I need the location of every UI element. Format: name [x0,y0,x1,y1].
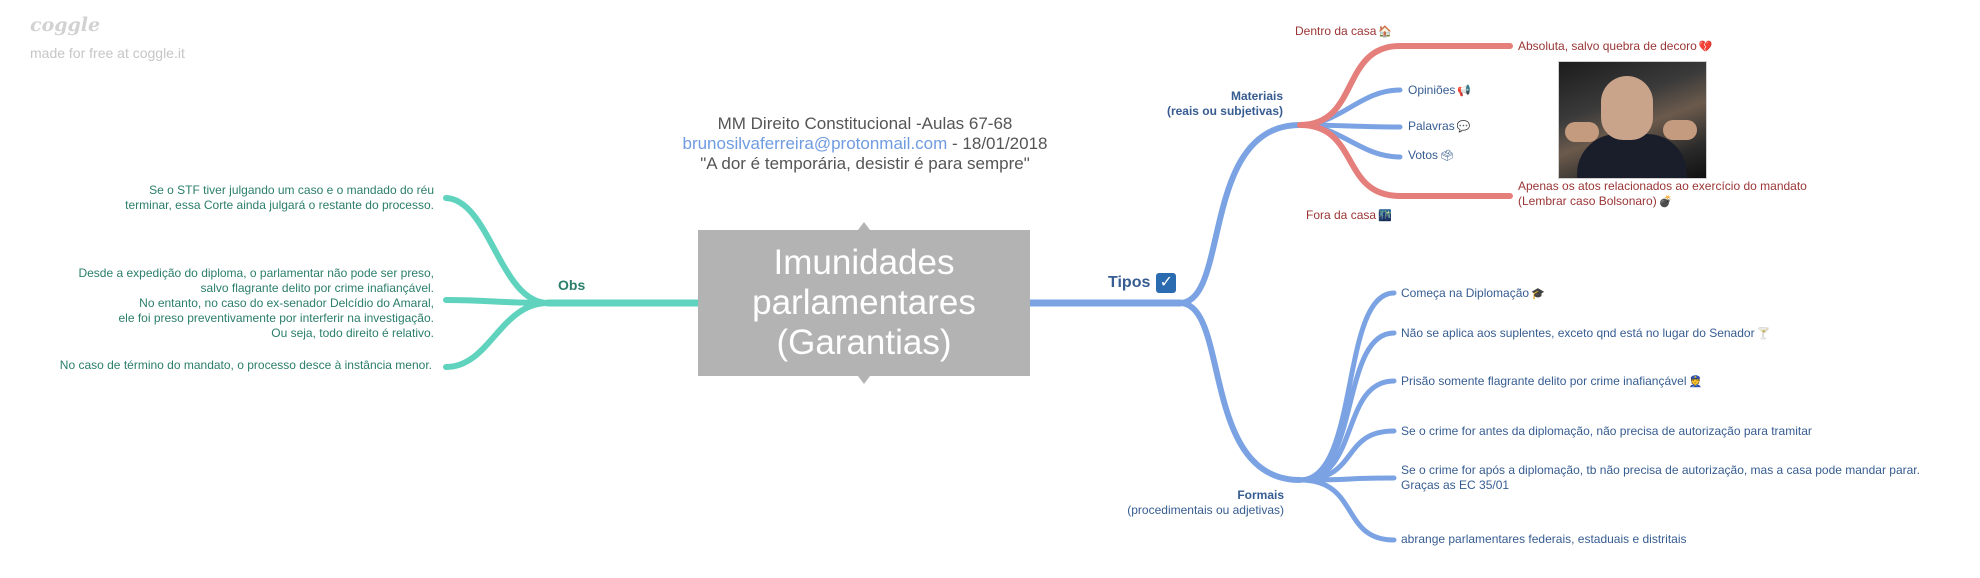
obs-item-stf[interactable]: Se o STF tiver julgando um caso e o mand… [125,183,434,212]
central-node-text: Imunidades parlamentares (Garantias) [752,243,976,362]
graduate-icon: 🎓 [1531,288,1545,300]
tipos-branches [1026,87,1403,543]
map-header: MM Direito Constitucional -Aulas 67-68 b… [680,114,1050,174]
map-date: - 18/01/2018 [947,134,1048,153]
check-box-icon: ✓ [1156,273,1177,293]
central-node-bottom-handle[interactable] [858,376,870,384]
made-for-free-link[interactable]: made for free at coggle.it [30,45,185,61]
obs-branches [443,195,702,370]
police-officer-icon: 👮 [1688,376,1703,388]
formais-item-suplentes[interactable]: Não se aplica aos suplentes, exceto qnd … [1401,326,1771,340]
central-node-top-handle[interactable] [858,222,870,230]
apenas-atos-node[interactable]: Apenas os atos relacionados ao exercício… [1518,179,1807,208]
materiais-red-branches [1297,43,1513,199]
palavras-node[interactable]: Palavras💬 [1408,119,1471,133]
obs-item-termino[interactable]: No caso de término do mandato, o process… [59,358,432,372]
formais-node[interactable]: Formais (procedimentais ou adjetivas) [1127,488,1284,517]
map-quote: "A dor é temporária, desistir é para sem… [700,154,1030,173]
votos-node[interactable]: Votos🗳 [1408,148,1454,162]
formais-item-prisao[interactable]: Prisão somente flagrante delito por crim… [1401,374,1703,388]
dentro-da-casa-node[interactable]: Dentro da casa🏠 [1295,24,1393,38]
opinioes-node[interactable]: Opiniões📢 [1408,83,1472,97]
coggle-logo[interactable]: coggle [30,14,101,36]
author-email-link[interactable]: brunosilvaferreira@protonmail.com [682,134,948,153]
night-city-icon: 🌃 [1378,210,1392,222]
map-title: MM Direito Constitucional -Aulas 67-68 [717,114,1013,133]
author-line: brunosilvaferreira@protonmail.com - 18/0… [680,134,1050,154]
central-node[interactable]: Imunidades parlamentares (Garantias) [698,222,1030,384]
speech-bubble-icon: 💬 [1456,121,1471,133]
formais-item-diplomacao[interactable]: Começa na Diplomação🎓 [1401,286,1545,300]
house-icon: 🏠 [1378,26,1393,38]
fora-da-casa-node[interactable]: Fora da casa🌃 [1306,208,1392,222]
tipos-node[interactable]: Tipos ✓ [1108,273,1177,293]
formais-item-abrange[interactable]: abrange parlamentares federais, estaduai… [1401,532,1687,546]
bolsonaro-photo[interactable] [1558,61,1707,179]
bomb-icon: 💣 [1658,196,1673,208]
materiais-node[interactable]: Materiais (reais ou subjetivas) [1166,89,1283,118]
obs-item-diploma[interactable]: Desde a expedição do diploma, o parlamen… [78,266,434,340]
megaphone-icon: 📢 [1457,85,1472,97]
obs-node[interactable]: Obs [558,277,586,293]
formais-item-antes[interactable]: Se o crime for antes da diplomação, não … [1401,424,1812,438]
formais-item-apos[interactable]: Se o crime for após a diplomação, tb não… [1401,463,1920,492]
absoluta-node[interactable]: Absoluta, salvo quebra de decoro💔 [1518,39,1713,53]
ballot-box-icon: 🗳 [1440,150,1454,162]
broken-heart-icon: 💔 [1698,41,1713,53]
cocktail-icon: 🍸 [1756,328,1771,340]
